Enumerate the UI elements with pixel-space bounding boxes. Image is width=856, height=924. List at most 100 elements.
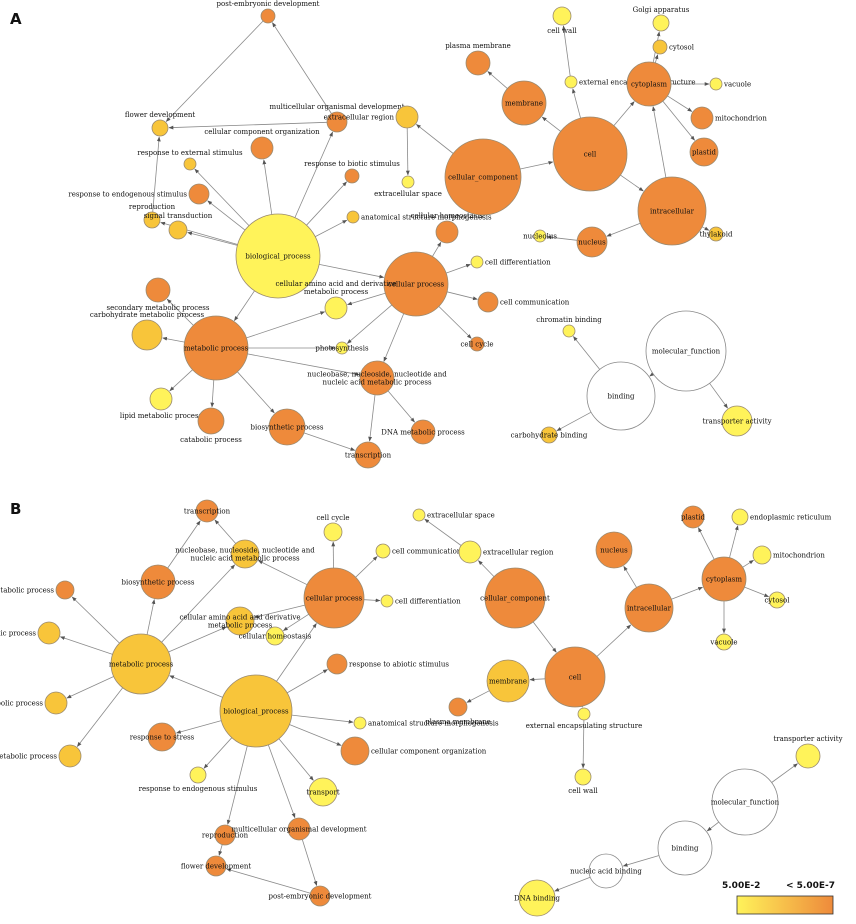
edge-b-cytoplasm-to-mito bbox=[743, 560, 754, 567]
node-b-cytosol: cytosol bbox=[765, 592, 791, 608]
node-label-b-cell: cell bbox=[569, 674, 582, 682]
node-label-a-chromatin: chromatin binding bbox=[536, 316, 602, 324]
edge-b-bioproc-to-resp-abio bbox=[287, 670, 327, 693]
node-label-b-ext-reg: extracellular region bbox=[483, 549, 554, 557]
node-circle-b-cell-wall bbox=[575, 769, 591, 785]
edge-b-bioproc-to-metab bbox=[170, 676, 223, 698]
edge-b-intracell-to-nucleus bbox=[624, 566, 637, 587]
node-label-a-nucleus: nucleus bbox=[578, 239, 606, 247]
node-a-golgi: Golgi apparatus bbox=[633, 6, 690, 31]
node-label-a-thylakoid: thylakoid bbox=[700, 231, 733, 239]
node-label-b-cell-comm: cell communication bbox=[392, 548, 462, 556]
node-label-b-cell-diff: cell differentiation bbox=[395, 598, 461, 606]
node-label-a-flower: flower development bbox=[125, 111, 196, 119]
node-label-b-intracell: intracellular bbox=[627, 605, 672, 613]
edge-a-intracell-to-cytoplasm bbox=[653, 107, 666, 178]
edge-b-cellproc-to-cell-diff bbox=[364, 600, 380, 601]
node-b-carb-met: carbohydrate metabolic process bbox=[0, 622, 60, 644]
node-circle-b-resp-endo bbox=[190, 767, 206, 783]
node-b-er: endoplasmic reticulum bbox=[732, 509, 832, 525]
node-circle-a-golgi bbox=[653, 15, 669, 31]
node-a-transp: transporter activity bbox=[702, 406, 771, 436]
node-circle-a-cell-comm bbox=[478, 292, 498, 312]
node-circle-b-carb-met bbox=[38, 622, 60, 644]
node-label-b-nucleus: nucleus bbox=[600, 547, 628, 555]
node-a-cytosol: cytosol bbox=[653, 40, 695, 54]
node-a-plasma: plasma membrane bbox=[445, 42, 511, 75]
node-circle-a-post-emb bbox=[261, 9, 275, 23]
node-a-cc: cellular_component bbox=[445, 139, 521, 215]
node-a-resp-endo: response to endogenous stimulus bbox=[68, 184, 209, 204]
node-b-binding: binding bbox=[658, 821, 712, 875]
node-circle-b-catab bbox=[45, 692, 67, 714]
node-circle-a-anat bbox=[347, 211, 359, 223]
node-label-b-biosyn: biosynthetic process bbox=[122, 579, 195, 587]
edge-a-multi-to-post-emb bbox=[272, 23, 331, 114]
node-b-plastid: plastid bbox=[681, 506, 706, 528]
node-b-plasma: plasma membrane bbox=[425, 698, 491, 726]
node-label-b-resp-stress: response to stress bbox=[130, 734, 195, 742]
node-circle-b-cell-comm bbox=[376, 544, 390, 558]
node-circle-a-cell-diff bbox=[471, 256, 483, 268]
node-circle-a-chromatin bbox=[563, 325, 575, 337]
edge-a-metab-to-aa-met bbox=[246, 312, 324, 338]
edge-b-cellproc-to-nucl-met bbox=[258, 561, 307, 585]
node-circle-b-transp bbox=[796, 744, 820, 768]
node-a-vacuole: vacuole bbox=[710, 78, 751, 90]
node-b-cell-comm: cell communication bbox=[376, 544, 462, 558]
node-a-resp-bio: response to biotic stimulus bbox=[304, 160, 400, 183]
edge-b-nuc-bind-to-dna-bind bbox=[555, 877, 591, 891]
node-circle-a-ext-space bbox=[402, 176, 414, 188]
node-label-b-transport: transport bbox=[306, 789, 339, 797]
edge-a-bioproc-to-metab bbox=[234, 291, 254, 321]
node-b-cco-bp: cellular component organization bbox=[341, 737, 487, 765]
node-label-a-cytosol: cytosol bbox=[669, 44, 695, 52]
edge-a-cytoplasm-to-cytosol bbox=[655, 55, 657, 63]
node-b-transport: transport bbox=[306, 778, 339, 806]
node-a-cell-wall: cell wall bbox=[547, 7, 577, 35]
edge-a-cellproc-to-cell-cycle bbox=[439, 306, 472, 338]
node-label-b-resp-abio: response to abiotic stimulus bbox=[349, 661, 449, 669]
node-a-dna-met: DNA metabolic process bbox=[381, 420, 465, 444]
node-label-b-transp: transporter activity bbox=[773, 735, 842, 743]
edge-a-intracell-to-nucleus bbox=[607, 223, 640, 236]
node-a-flower: flower development bbox=[125, 111, 196, 136]
node-circle-a-resp-ext bbox=[184, 158, 196, 170]
edge-a-metab-to-biosyn bbox=[237, 372, 274, 413]
node-circle-b-cell-cycle bbox=[324, 523, 342, 541]
node-a-transc: transcription bbox=[345, 442, 392, 468]
node-b-sec-met: secondary metabolic process bbox=[0, 581, 74, 599]
edge-b-metab-to-carb-met bbox=[60, 637, 112, 655]
node-b-vacuole: vacuole bbox=[709, 634, 737, 650]
node-label-b-ext-enc: external encapsulating structure bbox=[526, 722, 643, 730]
node-label-b-multi: multicellular organismal development bbox=[231, 826, 366, 834]
edge-b-bioproc-to-cco-bp bbox=[289, 725, 341, 746]
edge-b-cc-to-ext-reg bbox=[478, 561, 494, 577]
edge-a-bioproc-to-multi bbox=[295, 132, 333, 218]
edge-a-bioproc-to-signal bbox=[188, 233, 238, 246]
edge-a-binding-to-chromatin bbox=[573, 337, 599, 370]
node-a-intracell: intracellular bbox=[638, 177, 706, 245]
node-label-b-cell-cycle: cell cycle bbox=[317, 514, 350, 522]
node-b-resp-abio: response to abiotic stimulus bbox=[327, 654, 449, 674]
node-b-lipid: lipid metabolic process bbox=[0, 745, 81, 767]
node-b-cell-wall: cell wall bbox=[568, 769, 598, 795]
node-label-a-multi: multicellular organismal development bbox=[269, 103, 404, 111]
edge-a-cellproc-to-cell-diff bbox=[446, 264, 470, 273]
edge-b-bioproc-to-resp-endo bbox=[204, 738, 232, 769]
node-b-molfunc: molecular_function bbox=[711, 769, 780, 835]
edge-b-metab-to-biosyn bbox=[147, 600, 154, 635]
node-b-metab: metabolic process bbox=[109, 634, 174, 694]
node-a-nucleolus: nucleolus bbox=[523, 230, 557, 242]
node-label-b-resp-endo: response to endogenous stimulus bbox=[139, 785, 258, 793]
edge-b-molfunc-to-transp bbox=[772, 764, 798, 783]
node-label-a-catab: catabolic process bbox=[180, 436, 242, 444]
edge-a-cellproc-to-nucl-met bbox=[384, 314, 404, 362]
node-label-a-ext-space: extracellular space bbox=[374, 190, 442, 198]
node-label-a-repro: reproduction bbox=[129, 203, 176, 211]
node-a-chromatin: chromatin binding bbox=[536, 316, 602, 337]
